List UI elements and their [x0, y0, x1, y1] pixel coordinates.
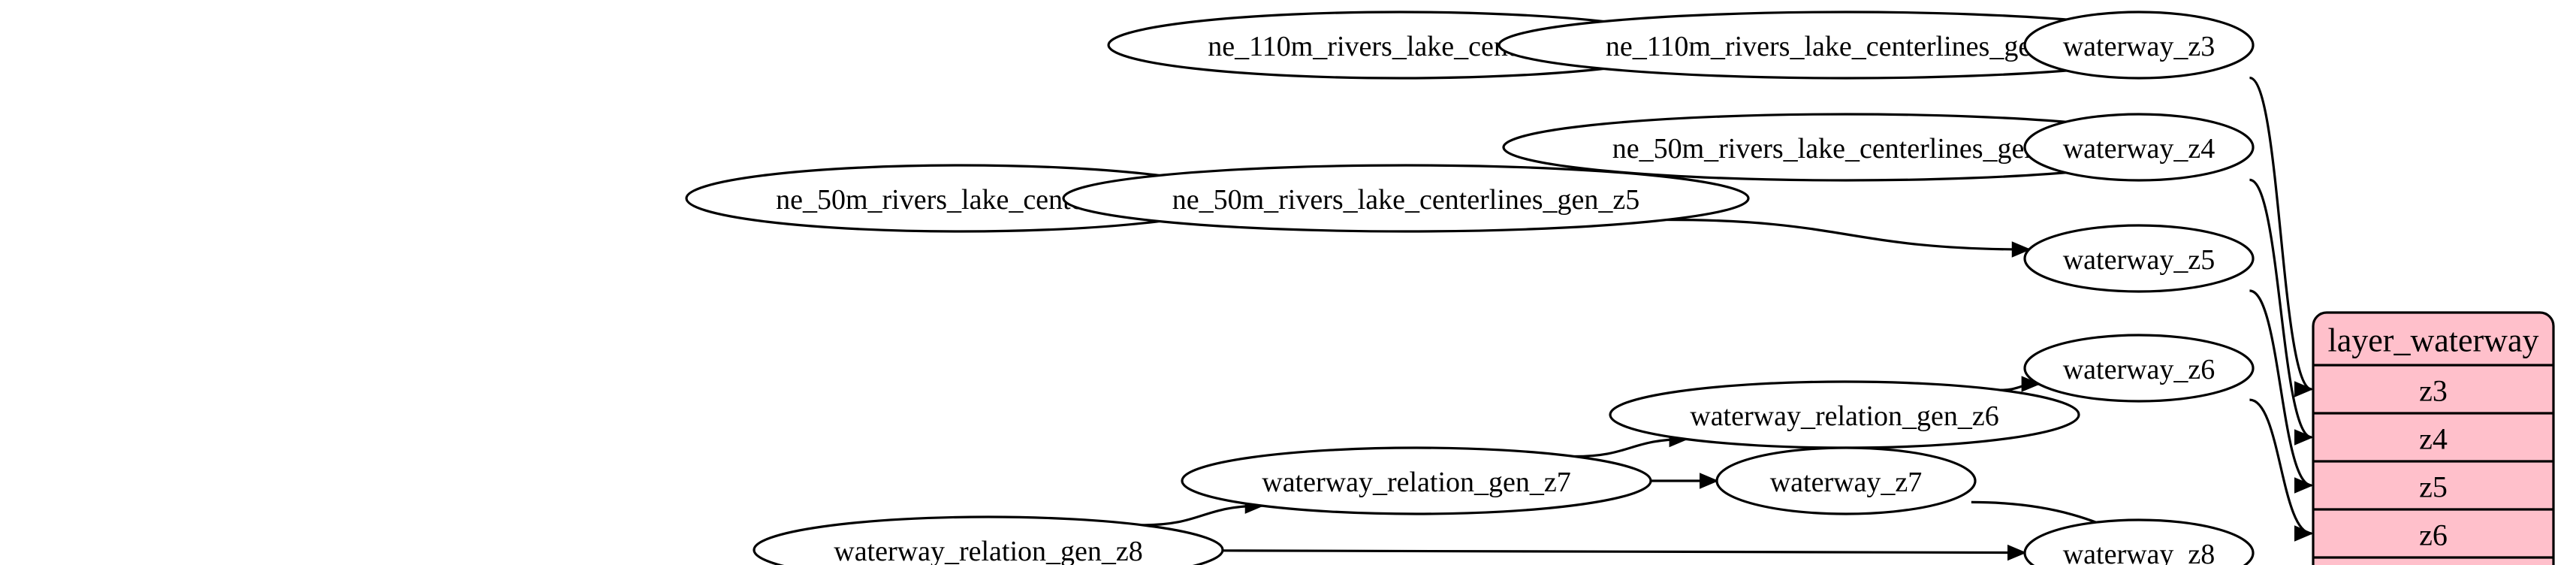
- node-shape: [2023, 224, 2255, 293]
- edge-waterway_z5-to-layer-z5: [2249, 289, 2312, 487]
- edge-arrowhead: [1700, 473, 1719, 489]
- layer-waterway-table: layer_waterwayz3z4z5z6z7z8z9z10z11z12z13…: [2312, 311, 2555, 565]
- node-waterway_z5[interactable]: waterway_z5: [2023, 224, 2255, 293]
- node-waterway_z8[interactable]: waterway_z8: [2023, 518, 2255, 565]
- layer-waterway-title: layer_waterway: [2328, 322, 2539, 359]
- node-waterway_relation_gen_z7[interactable]: waterway_relation_gen_z7: [1181, 446, 1652, 515]
- edge-arrowhead: [2294, 477, 2314, 494]
- node-shape: [2023, 11, 2255, 80]
- edge-waterway_relation_gen_z8-to-waterway_relation_gen_z7: [1142, 504, 1262, 527]
- node-shape: [2023, 113, 2255, 182]
- node-shape: [1181, 446, 1652, 515]
- table-row-z4[interactable]: z4: [2419, 422, 2448, 456]
- edge-arrowhead: [2007, 544, 2027, 561]
- edge-arrowhead: [2294, 525, 2314, 542]
- table-row-z5[interactable]: z5: [2419, 470, 2448, 504]
- node-waterway_z7[interactable]: waterway_z7: [1715, 446, 1977, 515]
- node-waterway_relation_gen_z6[interactable]: waterway_relation_gen_z6: [1609, 380, 2080, 449]
- edge-waterway_relation_gen_z8-to-waterway_z8: [1222, 549, 2026, 554]
- edge-waterway_z3-to-layer-z3: [2249, 76, 2312, 391]
- node-waterway_z4[interactable]: waterway_z4: [2023, 113, 2255, 182]
- table-row-z3[interactable]: z3: [2419, 374, 2448, 408]
- edge-ne_50m_rivers_lake_centerlines_gen_z5-to-waterway_z5: [1667, 218, 2029, 251]
- node-shape: [2023, 334, 2255, 403]
- node-waterway_z6[interactable]: waterway_z6: [2023, 334, 2255, 403]
- edge-waterway_relation_gen_z7-to-waterway_relation_gen_z6: [1574, 437, 1687, 458]
- node-shape: [1062, 164, 1750, 233]
- node-shape: [753, 515, 1224, 565]
- edge-waterway_z6-to-layer-z6: [2249, 398, 2312, 535]
- edge-arrowhead: [2294, 429, 2314, 446]
- edge-waterway_z4-to-layer-z4: [2249, 178, 2312, 439]
- table-row-z6[interactable]: z6: [2419, 518, 2448, 552]
- layer-waterway-box: [2312, 311, 2555, 565]
- edge-arrowhead: [2021, 376, 2041, 392]
- node-shape: [2023, 518, 2255, 565]
- node-shape: [1609, 380, 2080, 449]
- node-waterway_z3[interactable]: waterway_z3: [2023, 11, 2255, 80]
- nodes-layer: imposm3osm_waterway_relationosm_waterway…: [685, 11, 2255, 565]
- edge-arrowhead: [2011, 241, 2032, 258]
- node-shape: [1715, 446, 1977, 515]
- edge-arrowhead: [2294, 381, 2314, 397]
